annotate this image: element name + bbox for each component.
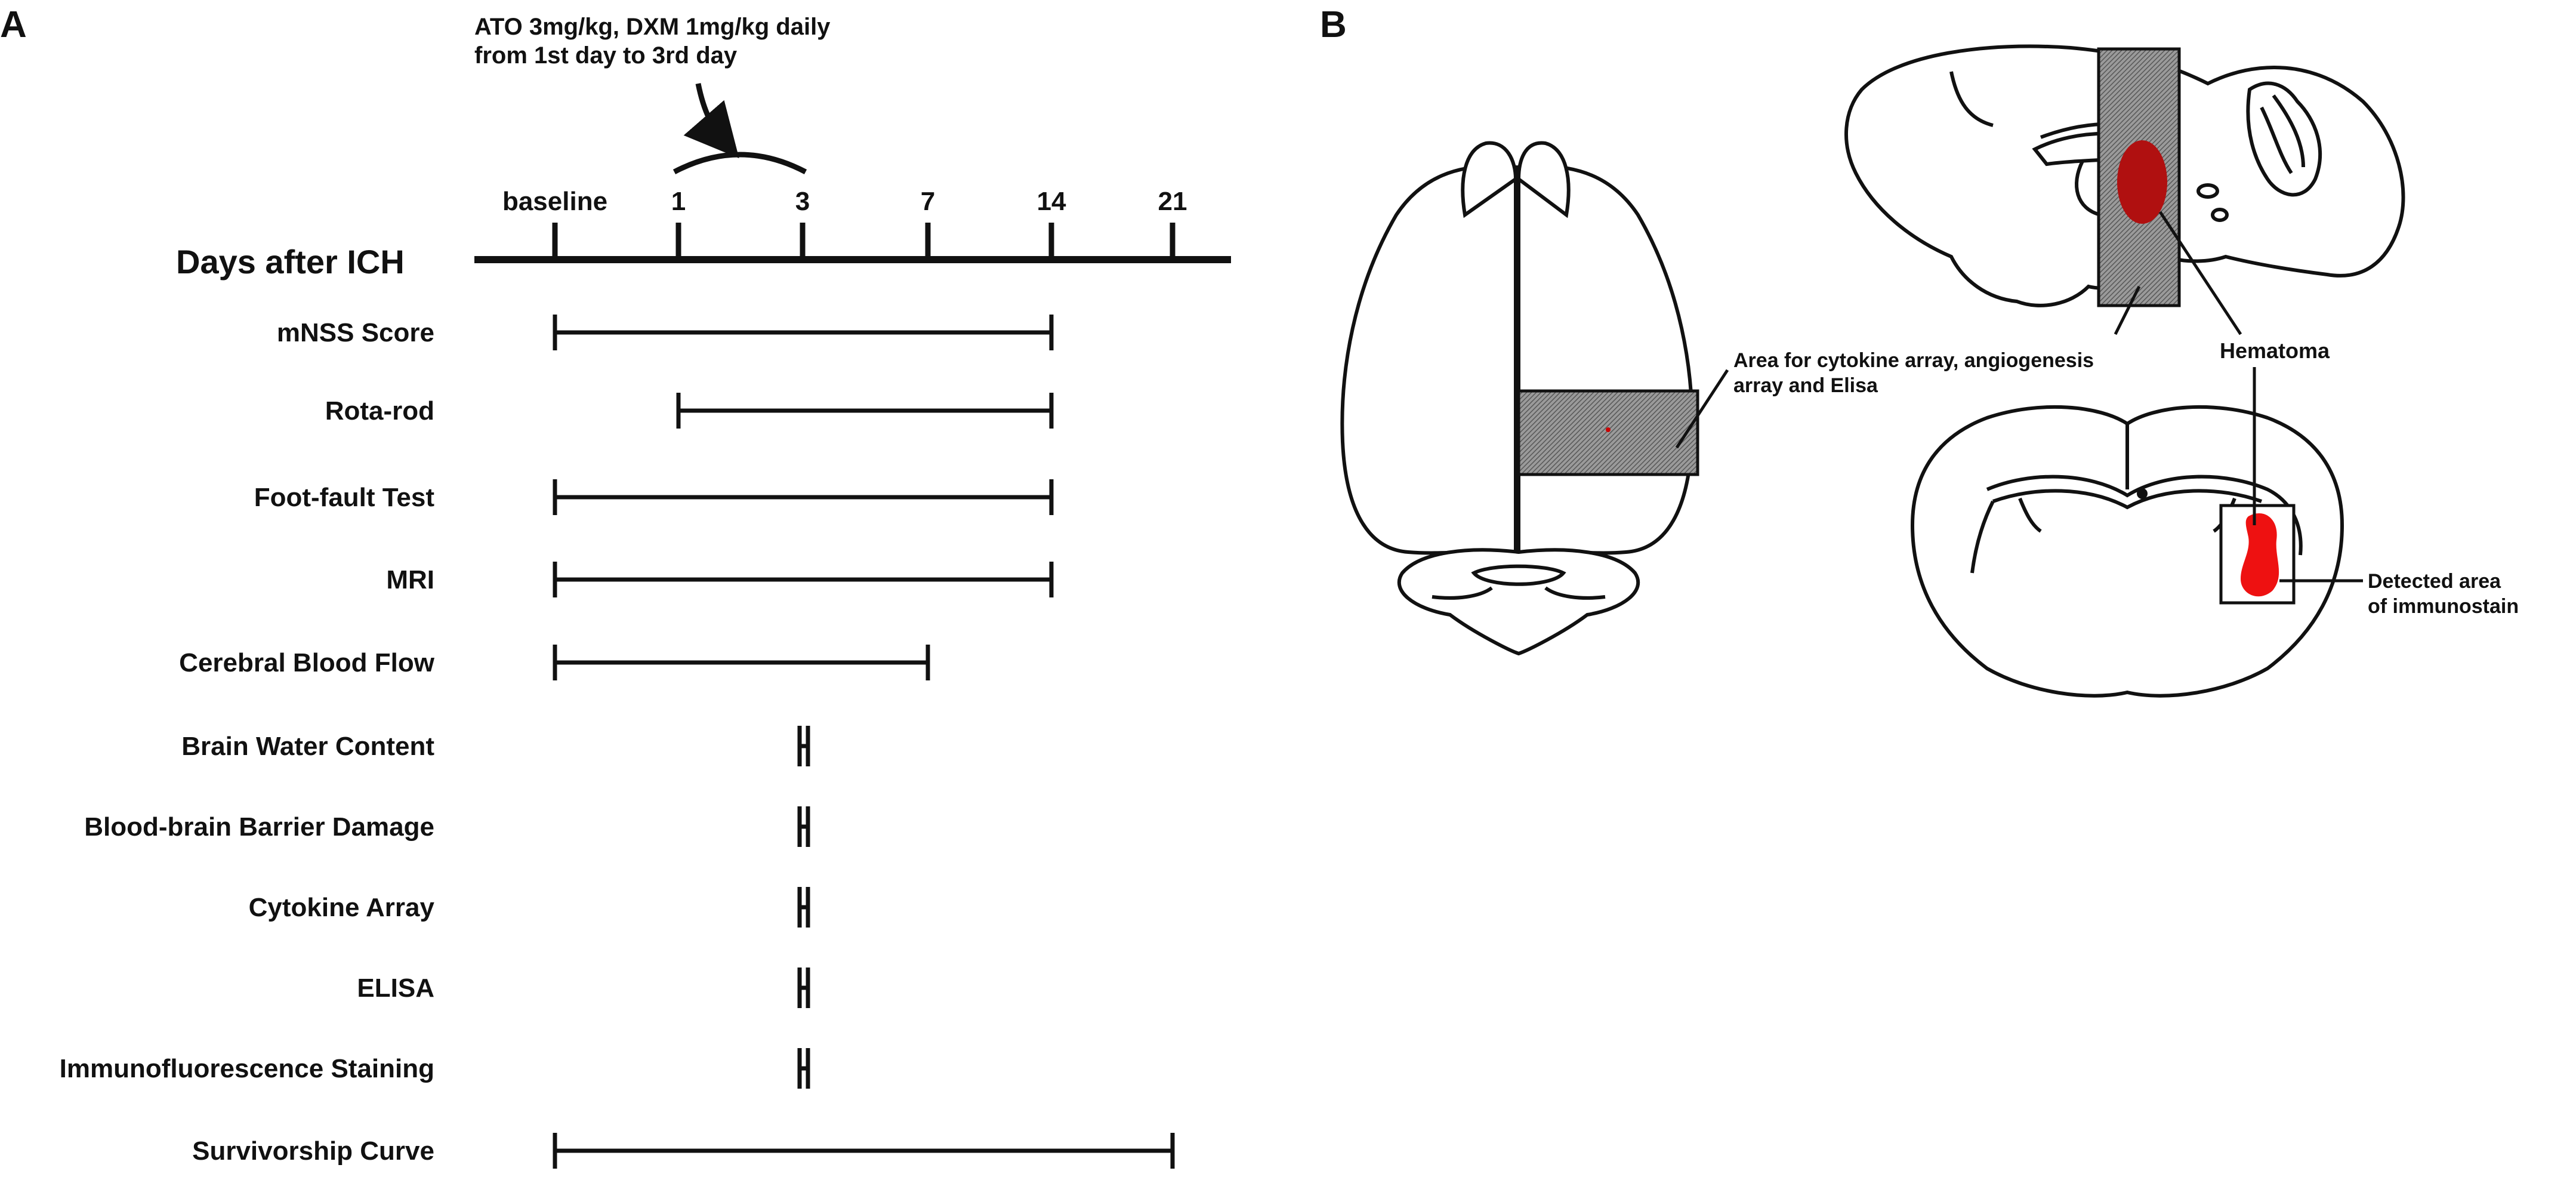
dorsal-center-dot xyxy=(1606,427,1611,432)
panel-a-label: A xyxy=(0,4,27,45)
axis-title: Days after ICH xyxy=(176,243,405,281)
treatment-bracket xyxy=(672,152,807,174)
row-bar xyxy=(676,393,1054,429)
row-label: Immunofluorescence Staining xyxy=(60,1054,434,1083)
tick-label: 7 xyxy=(921,187,935,216)
area-label-line1: Area for cytokine array, angiogenesis xyxy=(1733,349,2094,372)
tick-label: 3 xyxy=(795,187,810,216)
row-label: Blood-brain Barrier Damage xyxy=(84,812,434,842)
hematoma-pointer-2 xyxy=(2158,211,2242,335)
single-day-marker xyxy=(797,968,810,1008)
treatment-arrow xyxy=(683,83,739,159)
row-bar xyxy=(553,479,1054,515)
row-bar xyxy=(553,315,1054,350)
area-label-line2: array and Elisa xyxy=(1733,374,1878,397)
tick-label: 21 xyxy=(1158,187,1187,216)
row-label: Foot-fault Test xyxy=(254,483,435,512)
treatment-note-line2: from 1st day to 3rd day xyxy=(474,42,738,69)
area-label-pointer xyxy=(1675,369,1729,449)
row-label: Brain Water Content xyxy=(181,732,434,761)
row-label: MRI xyxy=(386,565,434,594)
row-bar xyxy=(553,562,1054,597)
row-label: Cerebral Blood Flow xyxy=(179,648,435,677)
coronal-immunostain xyxy=(2241,513,2279,597)
row-bar xyxy=(553,1133,1175,1169)
sagittal-hematoma xyxy=(2117,140,2167,224)
row-label: ELISA xyxy=(357,973,434,1003)
tick-group: baseline 1 3 7 14 21 xyxy=(502,187,1187,260)
single-day-marker xyxy=(797,887,810,928)
tick-label: baseline xyxy=(502,187,607,216)
single-day-marker xyxy=(797,806,810,847)
hematoma-pointer-1 xyxy=(2114,285,2141,335)
row-label: Rota-rod xyxy=(325,396,434,426)
hematoma-label: Hematoma xyxy=(2220,338,2330,363)
single-day-marker xyxy=(797,1048,810,1089)
panel-b-label: B xyxy=(1320,4,1347,45)
row-label: Cytokine Array xyxy=(249,893,435,922)
dorsal-sampled-area xyxy=(1517,389,1699,476)
row-label: mNSS Score xyxy=(277,318,434,347)
row-bar xyxy=(553,645,930,680)
row-label: Survivorship Curve xyxy=(192,1136,434,1166)
tick-label: 14 xyxy=(1037,187,1066,216)
detected-label-line2: of immunostain xyxy=(2368,595,2519,618)
treatment-note-line1: ATO 3mg/kg, DXM 1mg/kg daily xyxy=(474,14,831,40)
single-day-marker xyxy=(797,726,810,766)
detected-label-line1: Detected area xyxy=(2368,570,2501,593)
tick-label: 1 xyxy=(671,187,686,216)
